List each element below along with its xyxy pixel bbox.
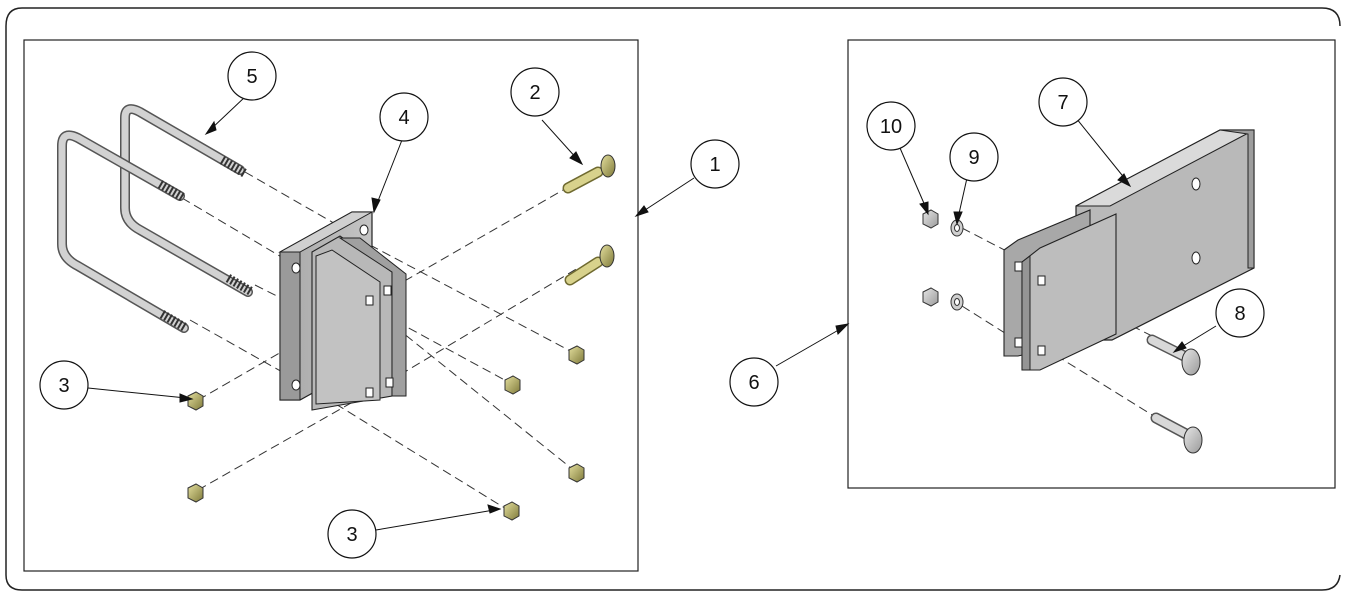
carriage-bolt-upper	[562, 154, 616, 194]
hex-nuts	[187, 345, 585, 521]
svg-text:6: 6	[748, 372, 759, 394]
callout-3-lower: 3	[327, 509, 377, 559]
leader-lines-1	[87, 95, 695, 531]
svg-text:7: 7	[1057, 92, 1068, 114]
carriage-bolt-8-upper	[1146, 334, 1201, 376]
assembly-view-6: 10 9 7 8 6	[729, 39, 1336, 489]
svg-text:5: 5	[246, 66, 257, 88]
callout-10: 10	[866, 101, 916, 151]
callout-1: 1	[690, 139, 740, 189]
svg-text:3: 3	[346, 524, 357, 546]
callout-4: 4	[379, 92, 429, 142]
leader-lines-6	[775, 117, 1217, 367]
clamp-plates-front	[311, 235, 407, 411]
hex-nuts-10	[922, 209, 939, 307]
u-bolt-front	[57, 130, 189, 333]
svg-text:8: 8	[1234, 303, 1245, 325]
svg-text:3: 3	[58, 375, 69, 397]
callout-5: 5	[227, 51, 277, 101]
clamp-plates-6	[1003, 209, 1117, 371]
assembly-view-1: 5 4 2 1 3 3	[23, 39, 740, 572]
sheet-border	[5, 7, 1341, 591]
callout-3-upper: 3	[39, 360, 89, 410]
svg-text:10: 10	[880, 116, 902, 138]
callout-2: 2	[510, 67, 560, 117]
callout-9: 9	[949, 132, 999, 182]
u-bolt-back	[120, 104, 255, 297]
callout-6: 6	[729, 357, 779, 407]
svg-text:9: 9	[968, 147, 979, 169]
svg-text:4: 4	[398, 107, 409, 129]
carriage-bolt-lower	[564, 244, 615, 286]
washers-9	[950, 219, 964, 311]
assembly-frame-1	[23, 39, 639, 572]
svg-text:2: 2	[529, 82, 540, 104]
svg-text:1: 1	[709, 154, 720, 176]
assembly-frame-6	[847, 39, 1336, 489]
callout-7: 7	[1038, 77, 1088, 127]
carriage-bolt-8-lower	[1150, 412, 1203, 454]
callout-8: 8	[1215, 288, 1265, 338]
